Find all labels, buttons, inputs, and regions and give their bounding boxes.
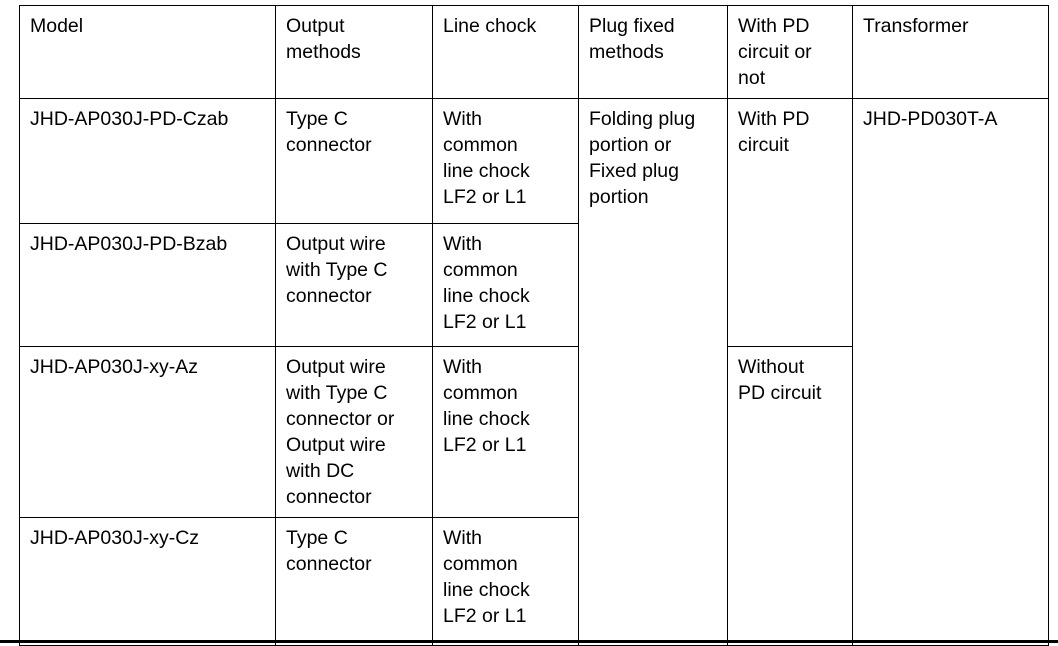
table-row: JHD-AP030J-xy-Az Output wire with Type C… [19, 346, 1049, 646]
table-row: JHD-AP030J-PD-Czab Type C connector With… [19, 98, 1049, 646]
cell-transformer-merged: JHD-PD030T-A [852, 98, 1049, 646]
column-header-transformer: Transformer [852, 5, 1049, 99]
cell-line-chock: With common line chock LF2 or L1 [432, 346, 579, 518]
cell-output-methods: Type C connector [275, 517, 433, 646]
cell-line-chock: With common line chock LF2 or L1 [432, 98, 579, 224]
table-header-row: Model Output methods Line chock Plug fix… [19, 5, 1049, 99]
column-header-line-chock: Line chock [432, 5, 579, 99]
cell-output-methods: Output wire with Type C connector or Out… [275, 346, 433, 518]
cell-output-methods: Type C connector [275, 98, 433, 224]
table-row: JHD-AP030J-xy-Cz Type C connector With c… [19, 517, 1049, 646]
column-header-with-pd-circuit-or-not: With PD circuit or not [727, 5, 853, 99]
cell-model: JHD-AP030J-PD-Czab [19, 98, 276, 224]
column-header-plug-fixed-methods: Plug fixed methods [578, 5, 728, 99]
page-bottom-rule [0, 640, 1058, 643]
cell-output-methods: Output wire with Type C connector [275, 223, 433, 347]
cell-plug-fixed-methods-merged: Folding plug portion or Fixed plug porti… [578, 98, 728, 646]
table-row: JHD-AP030J-PD-Bzab Output wire with Type… [19, 223, 1049, 347]
cell-model: JHD-AP030J-PD-Bzab [19, 223, 276, 347]
cell-model: JHD-AP030J-xy-Az [19, 346, 276, 518]
cell-line-chock: With common line chock LF2 or L1 [432, 517, 579, 646]
column-header-model: Model [19, 5, 276, 99]
column-header-output-methods: Output methods [275, 5, 433, 99]
cell-with-pd-circuit-merged: With PD circuit [727, 98, 853, 347]
product-specification-table: Model Output methods Line chock Plug fix… [19, 5, 1049, 646]
cell-without-pd-circuit-merged: Without PD circuit [727, 346, 853, 646]
cell-model: JHD-AP030J-xy-Cz [19, 517, 276, 646]
cell-line-chock: With common line chock LF2 or L1 [432, 223, 579, 347]
